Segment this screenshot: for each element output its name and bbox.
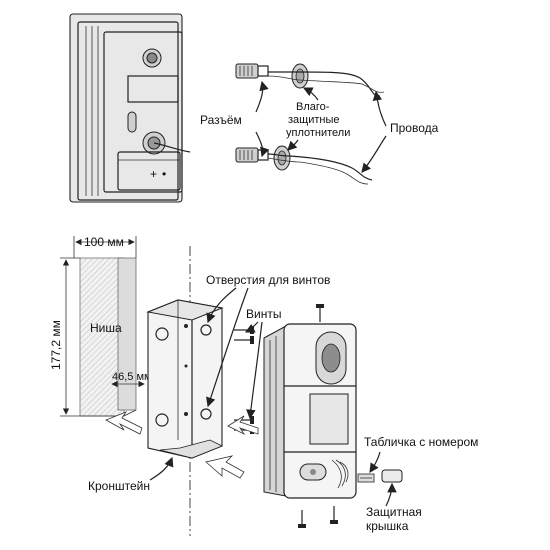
cover-label-line2: крышка bbox=[366, 519, 409, 533]
cover-label-line1: Защитная bbox=[366, 505, 422, 519]
seal-icon-bottom bbox=[273, 145, 291, 171]
assembly-arrows bbox=[105, 411, 259, 479]
niche-height-label: 177,2 мм bbox=[49, 320, 63, 370]
niche-width-label: 100 мм bbox=[84, 235, 124, 249]
connector-label: Разъём bbox=[200, 113, 242, 127]
niche-label: Ниша bbox=[90, 321, 122, 335]
screw-holes-label: Отверстия для винтов bbox=[206, 273, 330, 287]
leader-lines bbox=[149, 287, 397, 507]
screw-icon bbox=[330, 506, 338, 524]
screw-icon bbox=[234, 326, 254, 334]
screw-icon bbox=[298, 510, 306, 528]
screws-label: Винты bbox=[246, 307, 281, 321]
connector-icon-top bbox=[235, 63, 269, 79]
niche-depth-label: 46,5 мм bbox=[112, 371, 152, 383]
screw-icon bbox=[316, 304, 324, 322]
device-front-view bbox=[263, 323, 357, 499]
dot-glyph: • bbox=[162, 167, 166, 181]
wires-label: Провода bbox=[390, 121, 439, 135]
device-back-view: + • bbox=[69, 13, 191, 203]
nameplate-icon bbox=[357, 473, 375, 483]
seals-label-line1: Влаго- bbox=[296, 101, 330, 113]
seals-label-line2: защитные bbox=[288, 114, 340, 126]
top-arrows bbox=[255, 80, 387, 173]
bracket-drawing bbox=[146, 299, 224, 459]
nameplate-label: Табличка с номером bbox=[364, 435, 478, 449]
wiring-components bbox=[235, 63, 385, 185]
protective-cover-icon bbox=[381, 469, 403, 483]
seal-icon-top bbox=[291, 63, 309, 89]
screw-icon bbox=[234, 416, 254, 424]
screw-icon bbox=[234, 336, 254, 344]
seals-label-line3: уплотнители bbox=[286, 127, 350, 139]
plus-glyph: + bbox=[150, 167, 157, 181]
bracket-label: Кронштейн bbox=[88, 479, 150, 493]
niche-drawing bbox=[60, 236, 145, 417]
